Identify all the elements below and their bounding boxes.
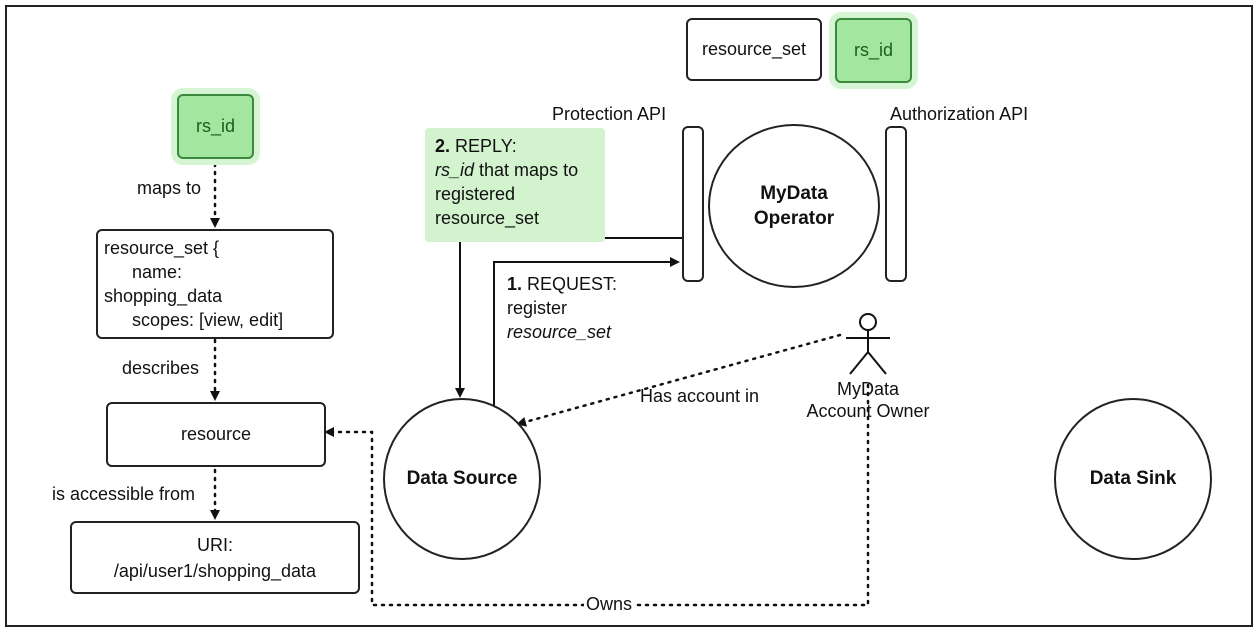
resource-set-def-line1: resource_set {	[104, 238, 220, 258]
uri-box: URI: /api/user1/shopping_data	[70, 521, 360, 594]
mydata-operator: MyData Operator	[708, 124, 880, 288]
account-owner-label: MyData Account Owner	[806, 379, 930, 421]
uri-label: URI:	[197, 534, 233, 555]
accessible-from-label: is accessible from	[52, 484, 196, 504]
resource-box: resource	[106, 402, 326, 467]
protection-api-bar	[682, 126, 704, 282]
protection-api-label: Protection API	[552, 104, 667, 124]
has-account-label: Has account in	[640, 386, 760, 406]
maps-to-label: maps to	[137, 178, 202, 198]
reply-rs-id: rs_id	[435, 160, 475, 180]
authorization-api-label: Authorization API	[890, 104, 1029, 124]
rs-id-token-top: rs_id	[835, 18, 912, 83]
resource-set-def-line2: name:	[132, 262, 183, 282]
has-account-connector	[516, 333, 842, 427]
resource-set-definition: resource_set { name: shopping_data scope…	[96, 229, 334, 339]
request-arrow	[493, 257, 680, 412]
diagram-frame	[5, 5, 1253, 627]
resource-set-def-line3: shopping_data	[104, 286, 223, 306]
reply-note: 2. REPLY: rs_id that maps to registered …	[425, 128, 605, 242]
owns-label: Owns	[584, 594, 635, 615]
resource-set-def-line4: scopes: [view, edit]	[132, 310, 284, 330]
owns-connector	[324, 383, 870, 607]
person-icon	[846, 313, 890, 375]
rs-id-token: rs_id	[177, 94, 254, 159]
request-label: 1. REQUEST: register resource_set	[507, 274, 618, 342]
authorization-api-bar	[885, 126, 907, 282]
resource-set-token: resource_set	[686, 18, 822, 81]
describes-label: describes	[122, 358, 200, 378]
data-source: Data Source	[383, 398, 541, 560]
data-sink: Data Sink	[1054, 398, 1212, 560]
uri-value: /api/user1/shopping_data	[113, 560, 317, 581]
reply-step: 2.	[435, 136, 451, 156]
